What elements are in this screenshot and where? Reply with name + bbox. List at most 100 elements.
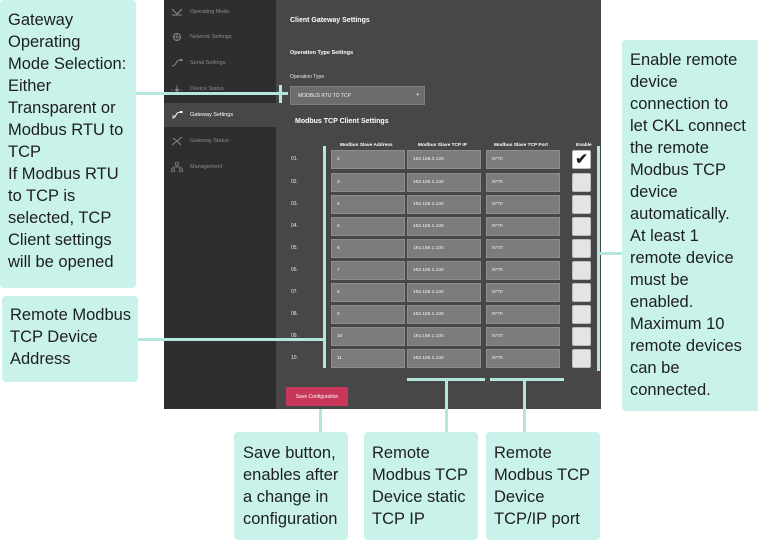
column-header-enable: Enable <box>576 143 592 148</box>
annotation-tcp-port: Remote Modbus TCP Device TCP/IP port <box>486 432 600 540</box>
enable-checkbox[interactable] <box>572 217 591 236</box>
slave-port-input[interactable]: 9770 <box>486 239 560 258</box>
enable-checkbox[interactable] <box>572 239 591 258</box>
device-status-icon <box>164 84 190 94</box>
annotation-text: Remote Modbus TCP Device TCP/IP port <box>494 444 590 528</box>
table-row: 08. 9 192.168.1.100 9770 <box>276 305 601 324</box>
connector-line <box>490 378 564 381</box>
annotation-text: Gateway Operating Mode Selection: Either… <box>8 11 127 271</box>
table-row: 06. 7 192.168.1.100 9770 <box>276 261 601 280</box>
annotation-device-address: Remote Modbus TCP Device Address <box>2 296 138 382</box>
column-header-port: Modbus Slave TCP Port <box>494 143 549 148</box>
enable-checkbox[interactable]: ✔ <box>572 150 591 169</box>
slave-address-input[interactable]: 2 <box>331 150 405 169</box>
annotation-text: Enable remote device connection to let C… <box>630 51 746 399</box>
slave-port-input[interactable]: 9770 <box>486 217 560 236</box>
annotation-operating-mode: Gateway Operating Mode Selection: Either… <box>0 0 136 288</box>
slave-ip-input[interactable]: 192.168.0.128 <box>407 150 481 169</box>
client-section-title: Modbus TCP Client Settings <box>295 118 389 125</box>
sidebar-item-operating-mode[interactable]: Operating Mode <box>164 0 276 24</box>
sidebar-item-device-status[interactable]: Device Status <box>164 77 276 101</box>
annotation-text: Save button, enables after a change in c… <box>243 444 339 528</box>
enable-checkbox[interactable] <box>572 283 591 302</box>
connector-line <box>445 378 448 433</box>
row-number: 03. <box>291 201 298 207</box>
slave-port-input[interactable]: 9770 <box>486 150 560 169</box>
table-row: 03. 4 192.168.1.100 9770 <box>276 195 601 214</box>
column-header-address: Modbus Slave Address <box>340 143 393 148</box>
slave-address-input[interactable]: 6 <box>331 239 405 258</box>
row-number: 10. <box>291 355 298 361</box>
sidebar-item-label: Network Settings <box>190 34 232 40</box>
slave-address-input[interactable]: 3 <box>331 173 405 192</box>
connector-line <box>323 146 326 368</box>
sidebar-item-label: Device Status <box>190 86 224 92</box>
slave-ip-input[interactable]: 192.168.1.100 <box>407 195 481 214</box>
row-number: 02. <box>291 179 298 185</box>
sidebar-item-serial-settings[interactable]: Serial Settings <box>164 51 276 75</box>
table-row: 10. 11 192.168.1.100 9770 <box>276 349 601 368</box>
save-configuration-button[interactable]: Save Configuration <box>286 387 348 406</box>
slave-address-input[interactable]: 10 <box>331 327 405 346</box>
slave-address-input[interactable]: 4 <box>331 195 405 214</box>
row-number: 05. <box>291 245 298 251</box>
slave-address-input[interactable]: 11 <box>331 349 405 368</box>
slave-ip-input[interactable]: 192.168.1.100 <box>407 261 481 280</box>
slave-ip-input[interactable]: 192.168.1.100 <box>407 349 481 368</box>
slave-ip-input[interactable]: 192.168.1.100 <box>407 305 481 324</box>
slave-ip-input[interactable]: 192.168.1.100 <box>407 283 481 302</box>
operation-type-select[interactable]: MODBUS RTU TO TCP ▾ <box>290 86 425 105</box>
slave-address-input[interactable]: 7 <box>331 261 405 280</box>
connector-line <box>136 338 326 341</box>
connector-line <box>599 252 623 255</box>
sidebar-item-gateway-settings[interactable]: Gateway Settings <box>164 103 276 127</box>
enable-checkbox[interactable] <box>572 261 591 280</box>
sidebar-item-label: Gateway Settings <box>190 112 234 118</box>
enable-checkbox[interactable] <box>572 173 591 192</box>
slave-port-input[interactable]: 9770 <box>486 173 560 192</box>
page-title: Client Gateway Settings <box>290 17 370 24</box>
enable-checkbox[interactable] <box>572 327 591 346</box>
management-tree-icon <box>164 162 190 172</box>
network-globe-icon <box>164 32 190 42</box>
row-number: 07. <box>291 289 298 295</box>
enable-checkbox[interactable] <box>572 349 591 368</box>
chevron-down-icon: ▾ <box>416 92 419 98</box>
table-row: 02. 3 192.168.1.100 9770 <box>276 173 601 192</box>
slave-ip-input[interactable]: 192.168.1.100 <box>407 173 481 192</box>
slave-ip-input[interactable]: 192.168.1.100 <box>407 327 481 346</box>
row-number: 01. <box>291 156 298 162</box>
connector-line <box>523 378 526 433</box>
enable-checkbox[interactable] <box>572 305 591 324</box>
gateway-app-window: Operating Mode Network Settings Serial S… <box>164 0 601 409</box>
connector-line <box>319 409 322 433</box>
slave-address-input[interactable]: 9 <box>331 305 405 324</box>
gateway-icon <box>164 110 190 120</box>
connector-line <box>136 92 288 95</box>
sidebar-item-network-settings[interactable]: Network Settings <box>164 25 276 49</box>
slave-port-input[interactable]: 9770 <box>486 261 560 280</box>
annotation-text: Remote Modbus TCP Device Address <box>10 306 132 368</box>
slave-port-input[interactable]: 9770 <box>486 283 560 302</box>
sidebar-item-label: Serial Settings <box>190 60 226 66</box>
enable-checkbox[interactable] <box>572 195 591 214</box>
sidebar-item-gateway-status[interactable]: Gateway Status <box>164 129 276 153</box>
annotation-text: Remote Modbus TCP Device static TCP IP <box>372 444 468 528</box>
annotation-save-button: Save button, enables after a change in c… <box>234 432 348 540</box>
slave-address-input[interactable]: 5 <box>331 217 405 236</box>
slave-port-input[interactable]: 9770 <box>486 327 560 346</box>
sidebar-item-label: Operating Mode <box>190 9 230 15</box>
sidebar-item-label: Gateway Status <box>190 138 229 144</box>
slave-port-input[interactable]: 9770 <box>486 195 560 214</box>
slave-ip-input[interactable]: 192.168.1.100 <box>407 217 481 236</box>
column-header-ip: Modbus Slave TCP IP <box>418 143 467 148</box>
operation-section-title: Operation Type Settings <box>290 50 354 56</box>
slave-address-input[interactable]: 8 <box>331 283 405 302</box>
table-row: 04. 5 192.168.1.100 9770 <box>276 217 601 236</box>
slave-port-input[interactable]: 9770 <box>486 349 560 368</box>
main-content: Client Gateway Settings Operation Type S… <box>276 0 601 409</box>
sidebar-item-management[interactable]: Management <box>164 155 276 179</box>
table-row: 05. 6 192.168.1.100 9770 <box>276 239 601 258</box>
slave-port-input[interactable]: 9770 <box>486 305 560 324</box>
slave-ip-input[interactable]: 192.168.1.100 <box>407 239 481 258</box>
